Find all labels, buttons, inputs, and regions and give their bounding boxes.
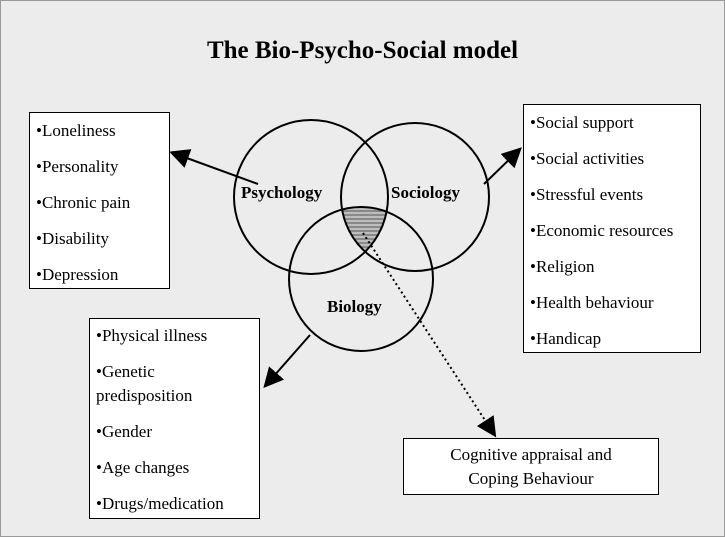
diagram-title: The Bio-Psycho-Social model: [206, 37, 519, 64]
psychology-label: Psychology: [241, 183, 323, 202]
list-item: •Chronic pain: [36, 193, 131, 212]
list-item: •Religion: [530, 257, 595, 276]
list-item: •Depression: [36, 265, 119, 284]
list-item: •Economic resources: [530, 221, 674, 240]
arrow-to-coping-box: [362, 232, 497, 438]
list-item: •Disability: [36, 229, 110, 248]
arrow-to-sociology-box: [483, 147, 522, 185]
list-item: •Loneliness: [36, 121, 116, 140]
coping-box: Cognitive appraisal and Coping Behaviour: [403, 438, 659, 495]
coping-line-2: Coping Behaviour: [468, 469, 594, 488]
list-item: •Social activities: [530, 149, 645, 168]
coping-line-1: Cognitive appraisal and: [450, 445, 612, 464]
biology-circle: [288, 206, 434, 352]
arrow-to-biology-box: [263, 334, 311, 389]
psychology-circle: [233, 119, 389, 275]
list-item: •Handicap: [530, 329, 602, 348]
biology-label: Biology: [327, 297, 382, 316]
sociology-label: Sociology: [391, 183, 460, 202]
psychology-factors-box: •Loneliness •Personality •Chronic pain •…: [29, 112, 170, 289]
list-item: •Age changes: [96, 458, 190, 477]
list-item: •Social support: [530, 113, 634, 132]
sociology-circle: [340, 122, 490, 272]
list-item: •Personality: [36, 157, 119, 176]
list-item: •Physical illness: [96, 326, 208, 345]
list-item: •Stressful events: [530, 185, 644, 204]
list-item: •Gender: [96, 422, 152, 441]
arrow-to-psychology-box: [169, 149, 259, 185]
list-item: •Genetic predisposition: [96, 362, 193, 405]
list-item: •Drugs/medication: [96, 494, 224, 513]
biology-factors-box: •Physical illness •Genetic predispositio…: [89, 318, 260, 519]
sociology-factors-box: •Social support •Social activities •Stre…: [523, 104, 701, 353]
list-item: •Health behaviour: [530, 293, 654, 312]
